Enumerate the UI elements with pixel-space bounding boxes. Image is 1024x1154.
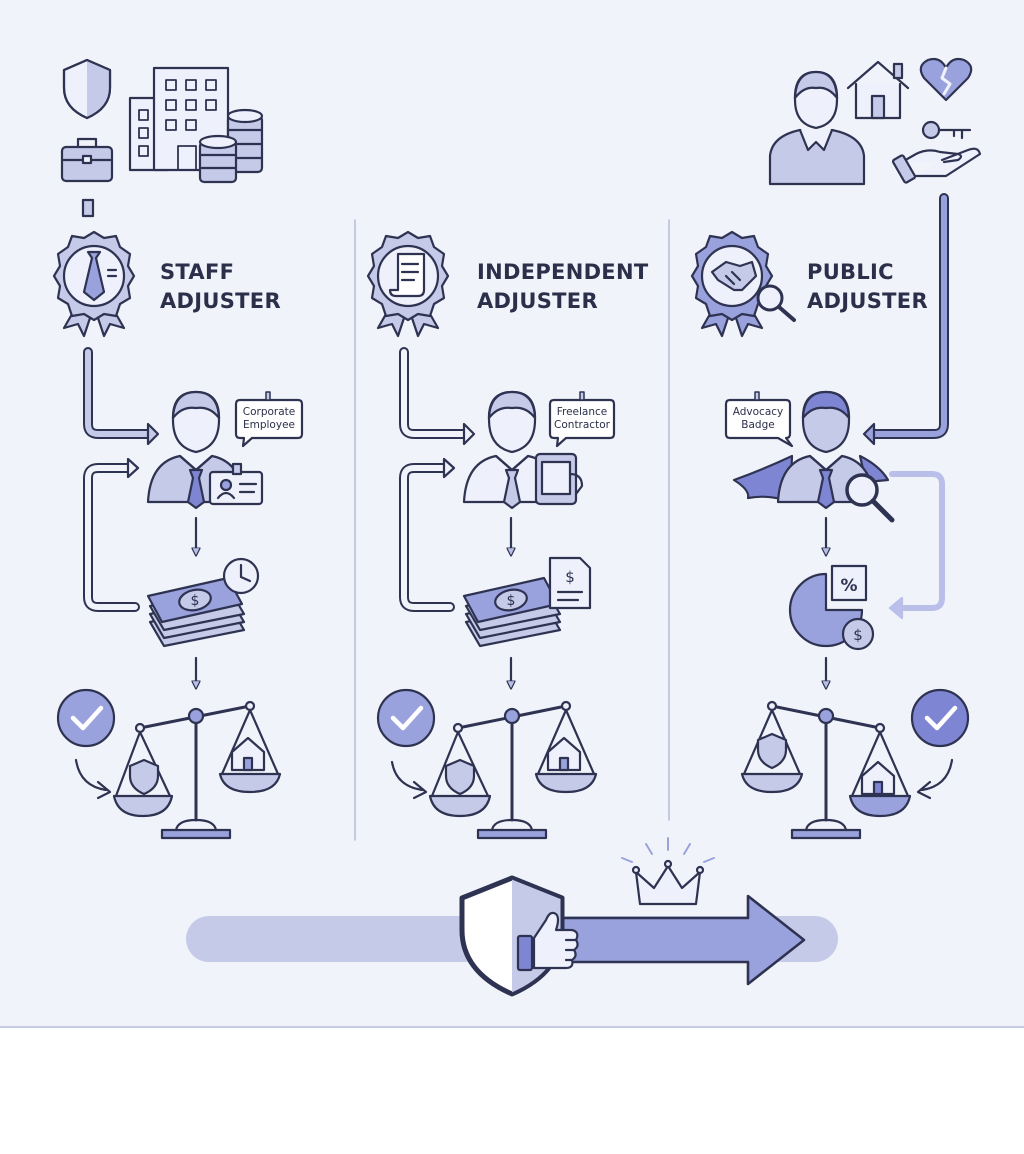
staff-title-line1: STAFF bbox=[160, 260, 235, 284]
independent-money-dollar-text: $ bbox=[507, 593, 516, 609]
independent-flow-arrows bbox=[399, 347, 511, 685]
public-adjuster-title: PUBLIC ADJUSTER bbox=[807, 258, 928, 316]
independent-bubble-shape bbox=[548, 391, 616, 448]
invoice-dollar-text: $ bbox=[565, 568, 575, 586]
public-bubble-line2: Badge bbox=[741, 419, 775, 431]
coin-dollar-text: $ bbox=[853, 626, 863, 644]
independent-bubble-line1: Freelance bbox=[556, 406, 608, 418]
pie-chart-coin-icon: % $ bbox=[788, 564, 875, 651]
independent-title-line2: ADJUSTER bbox=[477, 289, 598, 313]
scroll-award-badge-icon bbox=[366, 230, 450, 338]
public-person-icon bbox=[732, 390, 895, 523]
diagram-canvas: $ bbox=[0, 0, 1024, 1028]
staff-bubble-line2: Employee bbox=[242, 419, 295, 431]
homeowner-cluster-icon bbox=[768, 57, 982, 186]
corporate-cluster-icon bbox=[60, 58, 264, 218]
tie-award-badge-icon bbox=[52, 230, 136, 338]
public-title-line1: PUBLIC bbox=[807, 260, 894, 284]
handshake-award-badge-icon bbox=[690, 230, 796, 338]
staff-role-bubble: Corporate Employee bbox=[236, 400, 302, 438]
public-scales-icon bbox=[740, 688, 970, 840]
crown-icon bbox=[621, 837, 715, 906]
percent-text: % bbox=[840, 576, 857, 596]
public-flow-arrows bbox=[826, 193, 949, 685]
independent-money-invoice-icon: $ $ bbox=[462, 556, 592, 648]
staff-scales-icon bbox=[56, 688, 282, 840]
staff-bubble-shape bbox=[234, 391, 304, 448]
shield-thumbs-up-icon bbox=[459, 875, 579, 997]
public-role-bubble: Advocacy Badge bbox=[726, 400, 790, 438]
staff-title-line2: ADJUSTER bbox=[160, 289, 281, 313]
staff-person-icon bbox=[146, 390, 264, 510]
staff-money-dollar-text: $ bbox=[191, 593, 200, 609]
independent-title-line1: INDEPENDENT bbox=[477, 260, 649, 284]
independent-scales-icon bbox=[376, 688, 598, 840]
independent-person-icon bbox=[462, 390, 584, 510]
public-bubble-line1: Advocacy bbox=[732, 406, 784, 418]
staff-flow-arrows bbox=[83, 347, 196, 685]
column-dividers bbox=[354, 219, 670, 841]
public-title-line2: ADJUSTER bbox=[807, 289, 928, 313]
independent-role-bubble: Freelance Contractor bbox=[550, 400, 614, 438]
staff-adjuster-title: STAFF ADJUSTER bbox=[160, 258, 281, 316]
staff-money-clock-icon: $ bbox=[146, 557, 260, 648]
progress-arrow bbox=[546, 894, 806, 986]
independent-adjuster-title: INDEPENDENT ADJUSTER bbox=[477, 258, 648, 316]
independent-bubble-line2: Contractor bbox=[554, 419, 610, 431]
public-bubble-shape bbox=[724, 391, 794, 448]
staff-bubble-line1: Corporate bbox=[242, 406, 296, 418]
